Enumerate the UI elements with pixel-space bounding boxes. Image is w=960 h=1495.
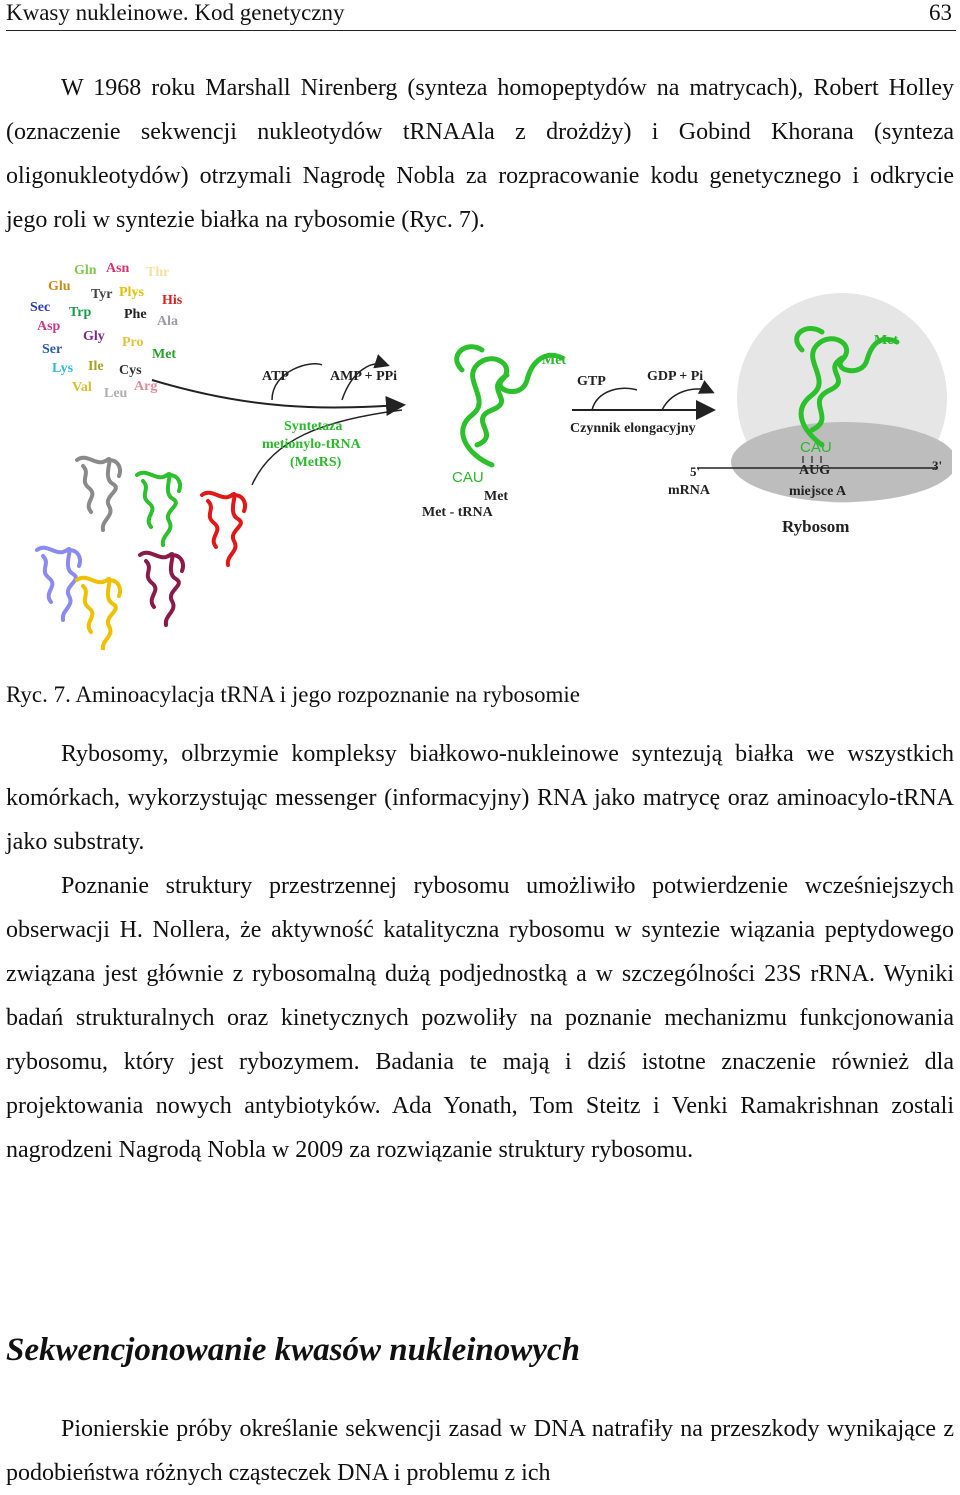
elongation-factor-label: Czynnik elongacyjny [570, 421, 696, 436]
paragraph-sequencing: Pionierskie próby określanie sekwencji z… [6, 1407, 954, 1495]
gtp-label: GTP [577, 374, 606, 389]
paragraph-ribosomes-text: Rybosomy, olbrzymie kompleksy białkowo-n… [6, 741, 954, 855]
paragraph-sequencing-text: Pionierskie próby określanie sekwencji z… [6, 1416, 954, 1486]
ribosome-anticodon: CAU [800, 439, 832, 456]
met-trna-molecule [454, 344, 565, 468]
paragraph-structure: Poznanie struktury przestrzennej rybosom… [6, 864, 954, 1172]
amino-acid-label: Trp [69, 305, 92, 320]
running-title: Kwasy nukleinowe. Kod genetyczny [6, 0, 345, 25]
section-heading: Sekwencjonowanie kwasów nukleinowych [6, 1332, 580, 1368]
trna-cluster [35, 455, 247, 650]
amino-acid-label: Cys [119, 363, 142, 378]
amino-acid-label: Gly [83, 329, 105, 344]
three-prime-label: 3' [932, 458, 942, 473]
ribosome-trna-molecule [794, 326, 900, 448]
small-trna-icon [75, 575, 122, 650]
enzyme-label-2: metionylo-tRNA [262, 437, 362, 452]
atp-arrow [271, 363, 323, 401]
amino-acid-label: Val [72, 380, 92, 395]
mrna-label: mRNA [668, 483, 711, 498]
amino-acid-label: Pro [122, 335, 144, 350]
codon-label: AUG [799, 463, 830, 478]
amino-acid-label: Thr [146, 265, 169, 280]
small-trna-icon [135, 470, 182, 547]
intro-text: W 1968 roku Marshall Nirenberg (synteza … [6, 75, 954, 233]
amp-arrow [341, 354, 390, 401]
paragraph-structure-text: Poznanie struktury przestrzennej rybosom… [6, 873, 954, 1163]
ribosome-small-subunit [731, 422, 952, 502]
figure-caption: Ryc. 7. Aminoacylacja tRNA i jego rozpoz… [6, 682, 580, 707]
gdp-pi-label: GDP + Pi [647, 369, 703, 384]
atp-label: ATP [262, 369, 289, 384]
met-trna-amino-label: Met [542, 353, 566, 368]
met-trna-name: Met - tRNA [422, 505, 494, 520]
ribosome-met-label: Met [874, 333, 898, 348]
amino-acid-label: Gln [74, 263, 97, 278]
small-trna-icon [200, 490, 247, 567]
amino-acid-label: Ala [157, 314, 178, 329]
amino-acid-arrow [151, 379, 406, 416]
small-trna-icon [35, 545, 82, 622]
site-a-label: miejsce A [789, 484, 847, 499]
enzyme-label-1: Syntetaza [284, 419, 342, 434]
small-trna-icon [138, 550, 185, 627]
amino-acid-label: Leu [104, 386, 128, 401]
enzyme-label-3: (MetRS) [290, 455, 342, 470]
amino-acid-label: Ile [88, 359, 104, 374]
amino-acid-label: Met [152, 347, 176, 362]
amino-acid-label: Sec [30, 300, 50, 315]
amino-acid-label: Tyr [91, 287, 113, 302]
amino-acid-label: Ser [42, 342, 62, 357]
gdp-arrow [661, 380, 715, 411]
intro-paragraph: W 1968 roku Marshall Nirenberg (synteza … [6, 66, 954, 242]
small-trna-icon [75, 455, 122, 532]
met-bottom-label: Met [484, 489, 508, 504]
paragraph-ribosomes: Rybosomy, olbrzymie kompleksy białkowo-n… [6, 732, 954, 864]
five-prime-label: 5' [690, 464, 700, 479]
amino-acid-label: His [162, 293, 183, 308]
amino-acid-label: Asp [37, 319, 61, 334]
page-number: 63 [929, 0, 952, 25]
page-header: Kwasy nukleinowe. Kod genetyczny 63 [6, 0, 956, 31]
ribosome-label: Rybosom [782, 517, 849, 536]
amino-acid-label: Arg [134, 379, 157, 394]
amp-ppi-label: AMP + PPi [330, 369, 397, 384]
amino-acid-label: Lys [52, 361, 74, 376]
amino-acid-label: Phe [124, 307, 147, 322]
amino-acid-label: Glu [48, 279, 71, 294]
gtp-arrow [591, 387, 638, 411]
met-trna-anticodon: CAU [452, 469, 484, 486]
trna-input-arrow [251, 409, 403, 486]
amino-acid-label: Plys [119, 285, 144, 300]
amino-acid-label: Asn [106, 261, 130, 276]
